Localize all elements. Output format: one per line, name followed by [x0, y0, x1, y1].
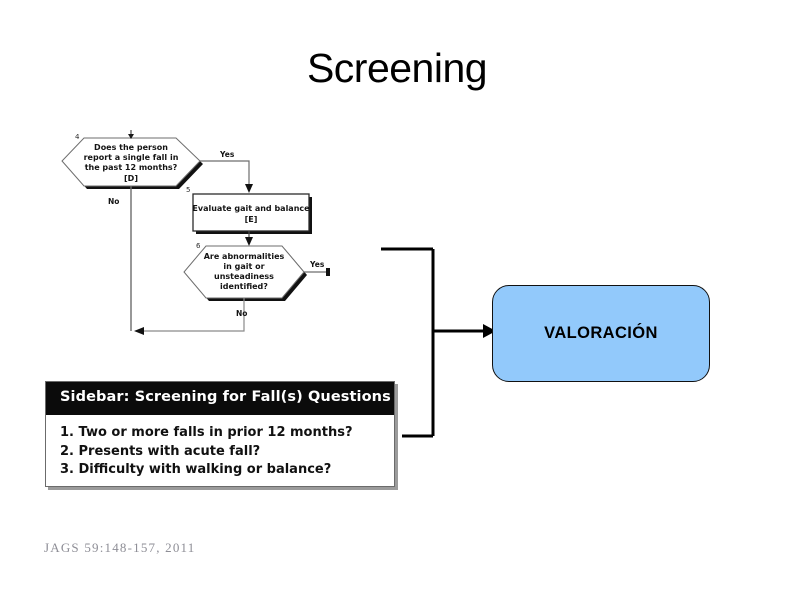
svg-text:[E]: [E]	[245, 215, 258, 224]
connector-lines	[375, 240, 505, 445]
flowchart-node-6: 6 Are abnormalities in gait or unsteadin…	[183, 242, 307, 301]
flowchart-node-6-number: 6	[196, 242, 201, 250]
svg-text:unsteadiness: unsteadiness	[214, 272, 274, 281]
flowchart-label-no-4: No	[108, 197, 119, 206]
svg-text:Are abnormalities: Are abnormalities	[204, 252, 285, 261]
svg-text:in gait or: in gait or	[223, 262, 264, 271]
sidebar-question-list: 1. Two or more falls in prior 12 months?…	[46, 415, 394, 480]
flowchart-figure: 4 Does the person report a single fall i…	[60, 126, 400, 366]
flowchart-node-5-number: 5	[186, 186, 190, 194]
sidebar-figure: Sidebar: Screening for Fall(s) Questions…	[45, 381, 395, 487]
flowchart-node-5: 5 Evaluate gait and balance [E]	[186, 186, 312, 234]
svg-text:report a single fall in: report a single fall in	[84, 153, 179, 162]
valoracion-box[interactable]: VALORACIÓN	[492, 285, 710, 382]
list-item: 1. Two or more falls in prior 12 months?	[60, 425, 353, 440]
valoracion-label: VALORACIÓN	[544, 324, 658, 342]
sidebar-heading: Sidebar: Screening for Fall(s) Questions	[46, 382, 394, 415]
list-item: 2. Presents with acute fall?	[60, 443, 261, 459]
citation-text: JAGS 59:148-157, 2011	[44, 540, 196, 555]
svg-text:Evaluate gait and balance: Evaluate gait and balance	[192, 204, 310, 213]
svg-text:Does the person: Does the person	[94, 143, 168, 152]
svg-text:[D]: [D]	[124, 174, 138, 183]
flowchart-label-no-6: No	[236, 309, 247, 318]
page-title: Screening	[306, 45, 488, 91]
list-item: 3. Difficulty with walking or balance?	[60, 462, 332, 478]
svg-text:the past 12 months?: the past 12 months?	[85, 163, 178, 172]
flowchart-label-yes-6: Yes	[309, 260, 325, 269]
svg-text:identified?: identified?	[220, 282, 268, 291]
flowchart-node-4-number: 4	[75, 133, 80, 141]
flowchart-node-4: 4 Does the person report a single fall i…	[61, 133, 203, 189]
flowchart-label-yes-4: Yes	[219, 150, 235, 159]
